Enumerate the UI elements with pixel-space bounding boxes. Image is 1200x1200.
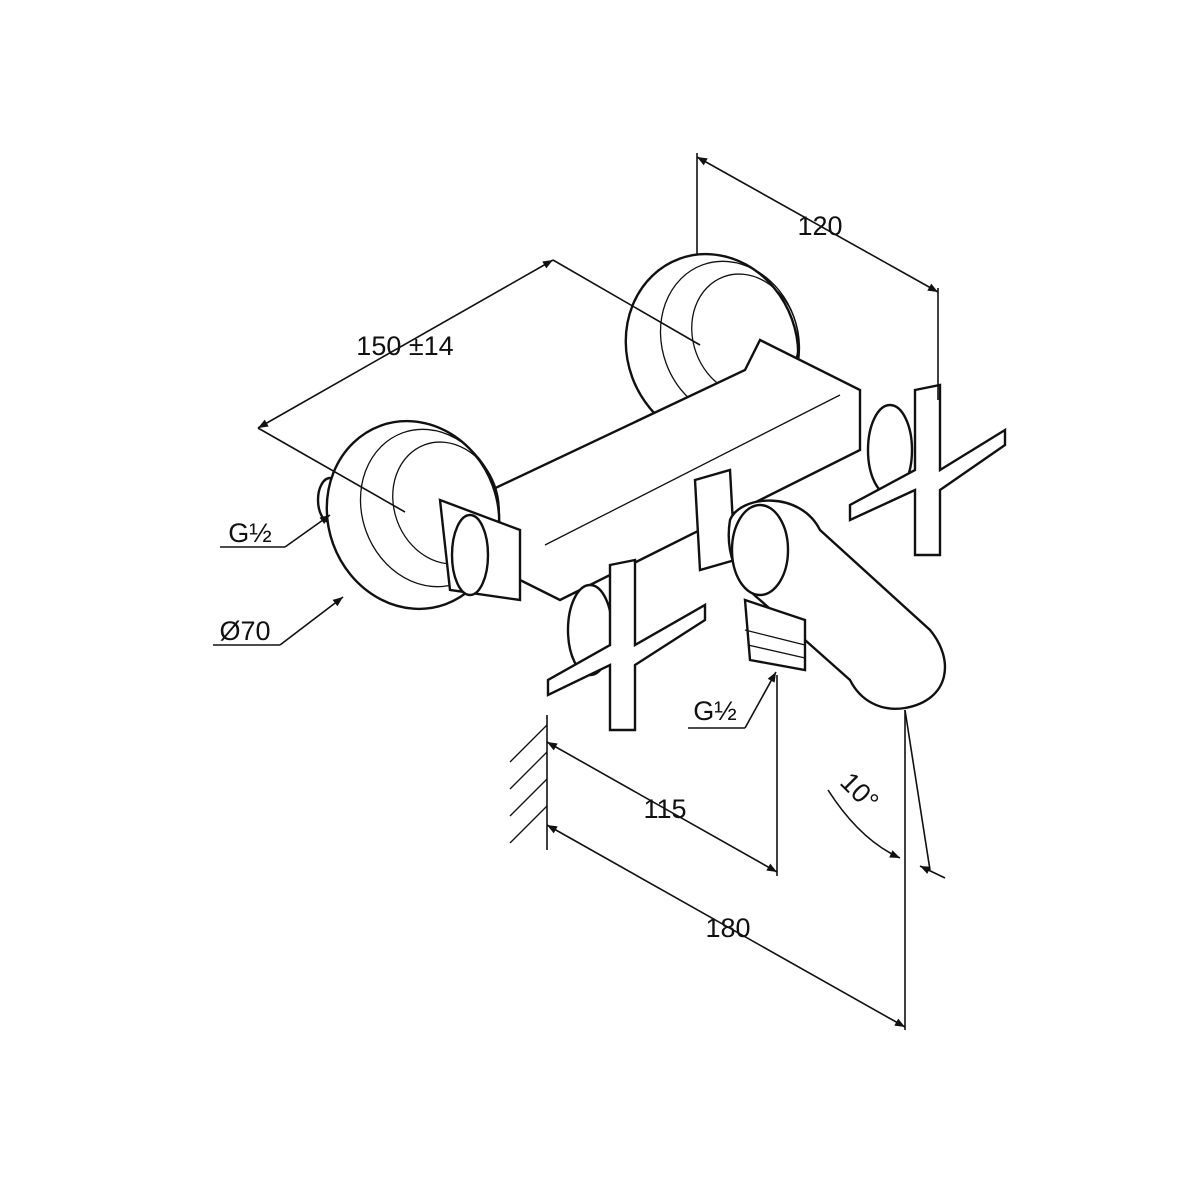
dimension-label: G½: [693, 696, 737, 726]
dimension-label: 120: [797, 211, 842, 241]
wall-hatch: [509, 715, 548, 850]
callout-inlet-thread: G½: [220, 514, 331, 548]
callout-outlet-thread: G½: [688, 671, 777, 729]
dimension-label: 180: [705, 913, 750, 943]
dimension-label: 150 ±14: [356, 331, 453, 361]
dimension-angle-10: 10°: [827, 709, 946, 879]
dimension-label: Ø70: [219, 616, 270, 646]
dimension-150: 150 ±14: [257, 259, 701, 513]
dimension-120: 120: [696, 153, 939, 400]
dimension-label: G½: [228, 518, 272, 548]
dimension-label: 115: [643, 794, 686, 824]
dimension-180: 180: [546, 710, 906, 1030]
dimension-115: 115: [546, 675, 778, 876]
callout-rosette-diameter: Ø70: [213, 596, 344, 646]
faucet-body: [316, 252, 1007, 732]
